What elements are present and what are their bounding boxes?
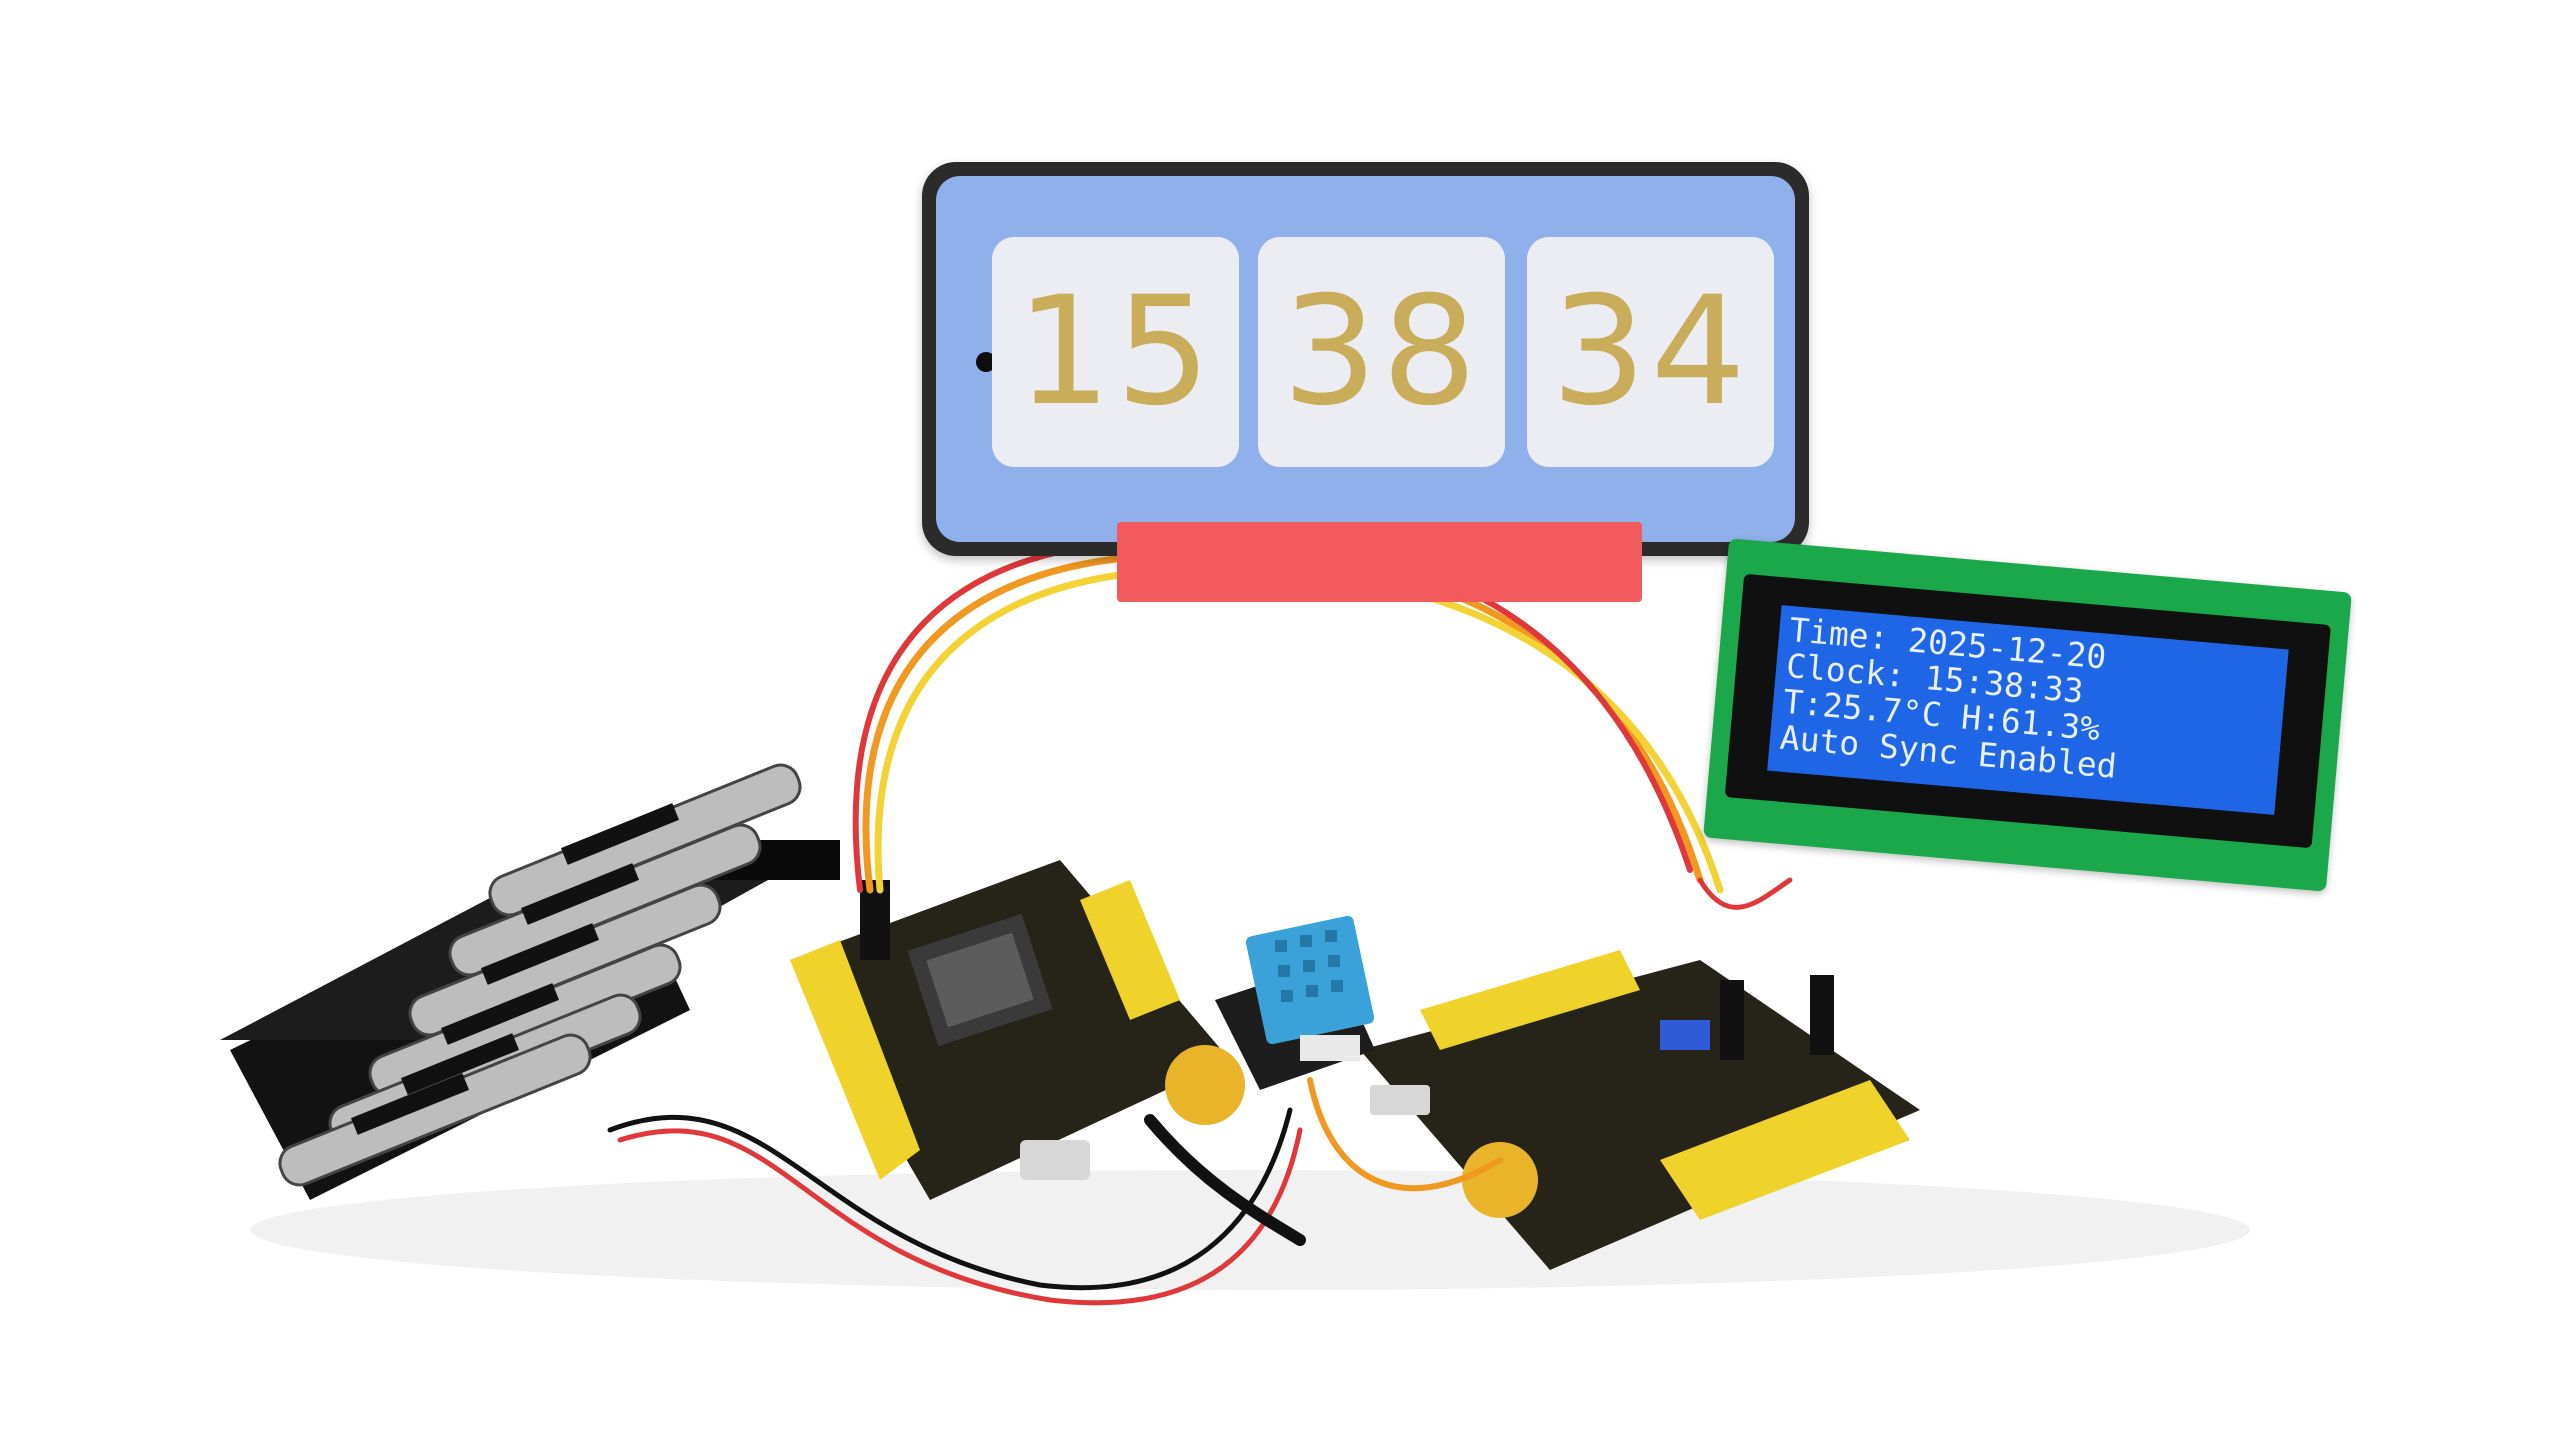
camera-icon — [976, 352, 996, 372]
phone: 15 38 34 — [922, 162, 1809, 556]
esp32-board — [790, 860, 1245, 1200]
clock-minutes: 38 — [1282, 265, 1481, 439]
clock-seconds-card: 34 — [1527, 237, 1774, 467]
clock-seconds: 34 — [1551, 265, 1750, 439]
clock-minutes-card: 38 — [1258, 237, 1505, 467]
battery-pack — [220, 763, 840, 1200]
phone-screen: 15 38 34 — [936, 176, 1795, 542]
lcd-screen: Time: 2025-12-20 Clock: 15:38:33 T:25.7°… — [1767, 605, 2289, 815]
lcd-bezel: Time: 2025-12-20 Clock: 15:38:33 T:25.7°… — [1724, 573, 2331, 849]
clock-hours: 15 — [1016, 265, 1215, 439]
phone-stand — [1117, 522, 1642, 602]
clock-hours-card: 15 — [992, 237, 1239, 467]
uno-board — [1360, 950, 1920, 1270]
dht-sensor — [1215, 915, 1375, 1090]
lcd-module: Time: 2025-12-20 Clock: 15:38:33 T:25.7°… — [1703, 538, 2352, 892]
